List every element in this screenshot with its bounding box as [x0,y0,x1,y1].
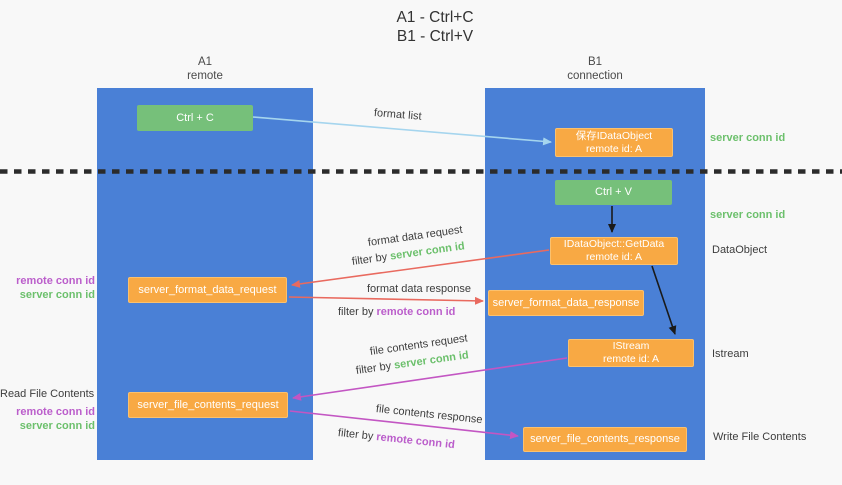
remote-conn-id-text: remote conn id [376,306,456,318]
node-save-idataobject-line2: remote id: A [585,142,643,155]
node-server-file-contents-request-label: server_file_contents_request [137,398,279,411]
lifeline-header-a1: A1 remote [97,55,313,83]
node-istream-line1: IStream [612,340,650,352]
node-server-file-contents-request: server_file_contents_request [128,392,288,418]
filter-by-text: filter by [337,427,374,443]
node-idataobject-getdata: IDataObject::GetData remote id: A [550,237,678,265]
label-left-remote-conn-id-top: remote conn id [16,275,95,287]
label-right-server-conn-id-mid: server conn id [710,209,786,221]
node-ctrl-v-label: Ctrl + V [595,186,632,198]
diagram-title: A1 - Ctrl+C B1 - Ctrl+V [335,8,535,46]
lifeline-a1-subtitle: remote [187,70,223,82]
node-server-format-data-response: server_format_data_response [488,290,644,316]
node-idataobject-getdata-line2: remote id: A [585,251,643,263]
filter-by-text: filter by [351,251,388,268]
label-istream: Istream [712,348,749,360]
node-server-format-data-request-label: server_format_data_request [138,283,277,296]
node-save-idataobject: 保存IDataObject remote id: A [555,128,673,157]
label-left-remote-conn-id-bottom: remote conn id [16,406,95,418]
label-file-contents-response: file contents response [375,403,484,427]
label-format-data-response: format data response [367,283,471,295]
node-server-file-contents-response-label: server_file_contents_response [530,433,680,445]
filter-by-text: filter by [338,306,374,318]
filter-by-text: filter by [355,360,392,377]
node-ctrl-c-label: Ctrl + C [176,111,214,124]
lifeline-a1-name: A1 [197,56,213,68]
label-format-list: format list [373,107,423,123]
node-server-format-data-response-label: server_format_data_response [492,296,640,309]
node-server-file-contents-response: server_file_contents_response [523,427,687,452]
node-ctrl-v: Ctrl + V [555,180,672,205]
arrow-format-data-response [288,296,484,305]
lifeline-b1-name: B1 [587,56,603,68]
label-left-server-conn-id-top: server conn id [19,289,95,301]
label-dataobject: DataObject [712,244,768,256]
node-istream-line2: remote id: A [602,353,660,365]
label-read-file-contents: Read File Contents [0,388,95,400]
label-filter-remote-conn-id-2: filter by remote conn id [337,427,455,451]
label-write-file-contents: Write File Contents [713,431,807,443]
label-left-server-conn-id-bottom: server conn id [19,420,95,432]
label-right-server-conn-id-top: server conn id [710,132,786,144]
node-istream: IStream remote id: A [568,339,694,367]
lifeline-header-b1: B1 connection [485,55,705,83]
title-line-b1: B1 - Ctrl+V [396,28,474,45]
title-line-a1: A1 - Ctrl+C [396,9,474,26]
node-idataobject-getdata-line1: IDataObject::GetData [563,238,665,250]
node-save-idataobject-line1: 保存IDataObject [575,129,653,142]
lifeline-b1-subtitle: connection [567,70,623,82]
node-server-format-data-request: server_format_data_request [128,277,287,303]
node-ctrl-c: Ctrl + C [137,105,253,131]
label-filter-remote-conn-id-1: filter by remote conn id [338,306,455,318]
remote-conn-id-text: remote conn id [375,431,456,452]
